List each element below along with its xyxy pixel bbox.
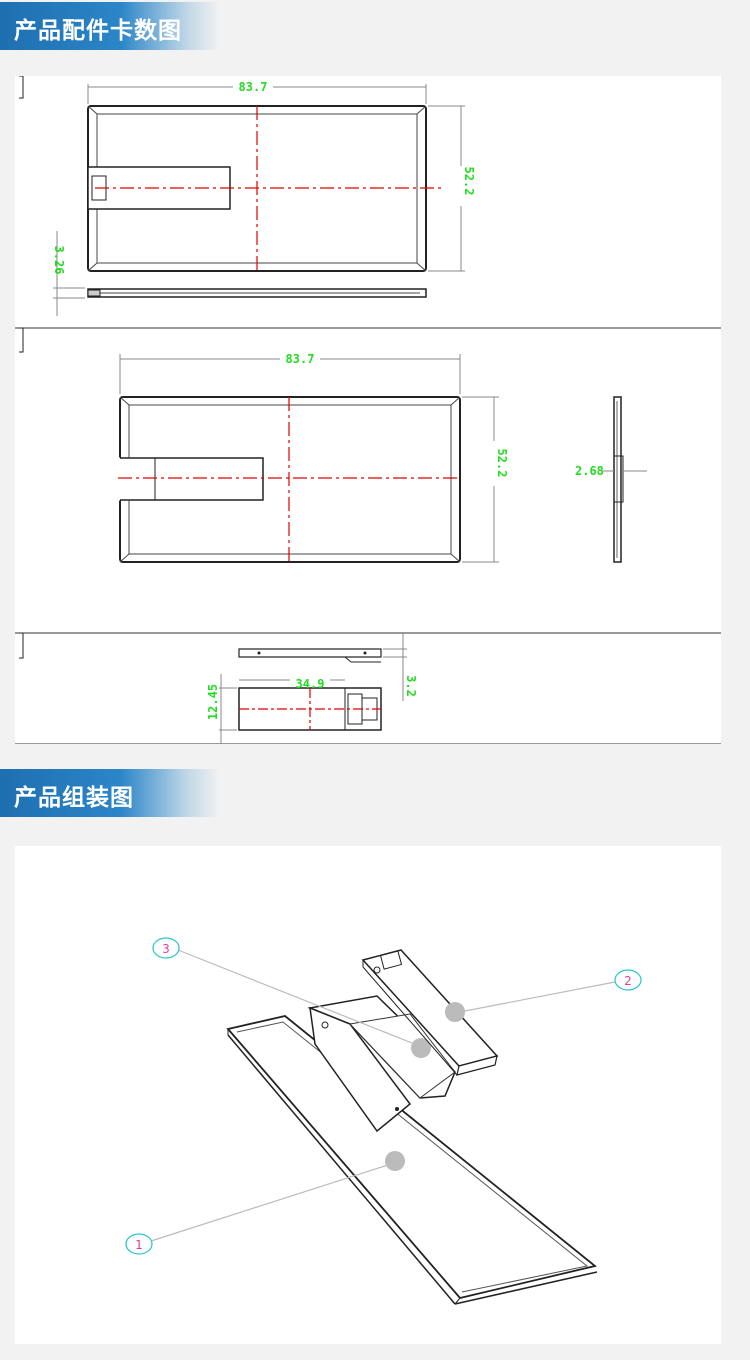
depth-dimension: 3.2 [404,675,418,697]
callout-3: 3 [152,937,180,959]
height-dimension: 52.2 [495,449,509,478]
lip-dimension: 3.26 [52,246,66,275]
length-dimension: 34.9 [296,677,325,691]
connector-part-view: 34.9 12.45 3.2 [206,633,418,744]
section-title: 产品配件卡数图 [14,18,182,44]
section-title: 产品组装图 [14,785,134,811]
width-dimension: 83.7 [239,80,268,94]
callout-number: 2 [624,974,632,988]
callout-2: 2 [614,969,642,991]
card-body-part [226,1015,598,1305]
assembly-panel: 3 2 1 [15,846,721,1344]
insert-part [307,995,456,1133]
connector-part [361,949,499,1076]
card-top-view-extended: 83.7 52.2 3.26 [52,80,476,316]
height-dimension: 52.2 [462,167,476,196]
callout-number: 3 [162,942,170,956]
callout-number: 1 [135,1238,143,1252]
section-header-assembly: 产品组装图 [0,769,220,817]
width-dimension: 12.45 [206,684,220,720]
thickness-dimension: 2.68 [575,464,604,478]
exploded-assembly: 3 2 1 [125,937,642,1305]
drawing-panel: 83.7 52.2 3.26 [15,76,721,744]
section-header-drawing: 产品配件卡数图 [0,2,220,50]
width-dimension: 83.7 [286,352,315,366]
callout-1: 1 [125,1233,153,1255]
card-top-view-retracted: 83.7 52.2 2.68 [114,352,647,563]
technical-drawing: 83.7 52.2 3.26 [15,76,721,744]
